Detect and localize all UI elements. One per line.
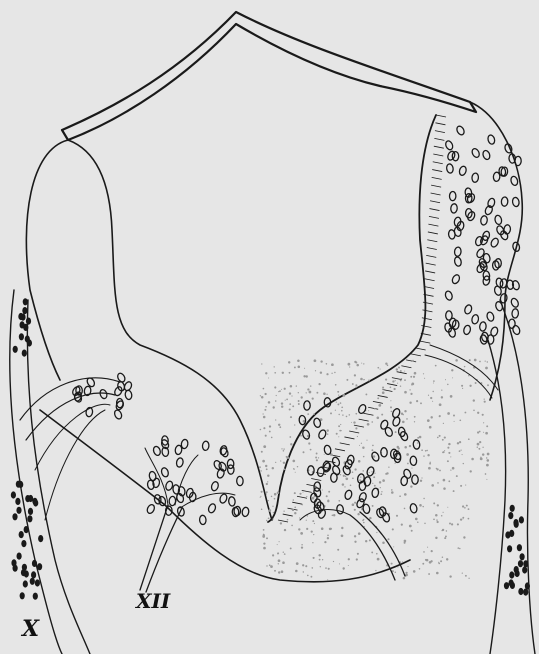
left-wall-outline [26, 140, 68, 380]
nerve-label-xii: XII [134, 589, 171, 613]
right-dark-granules [504, 505, 530, 596]
floor-outline [40, 410, 410, 582]
nucleus-cells [71, 125, 521, 525]
right-nerve-bundle [425, 300, 535, 654]
roof-membrane [62, 12, 476, 140]
nerve-label-x: X [20, 616, 40, 642]
vagus-nerve-bundle [10, 290, 120, 654]
inner-cavity-outline [68, 140, 272, 520]
